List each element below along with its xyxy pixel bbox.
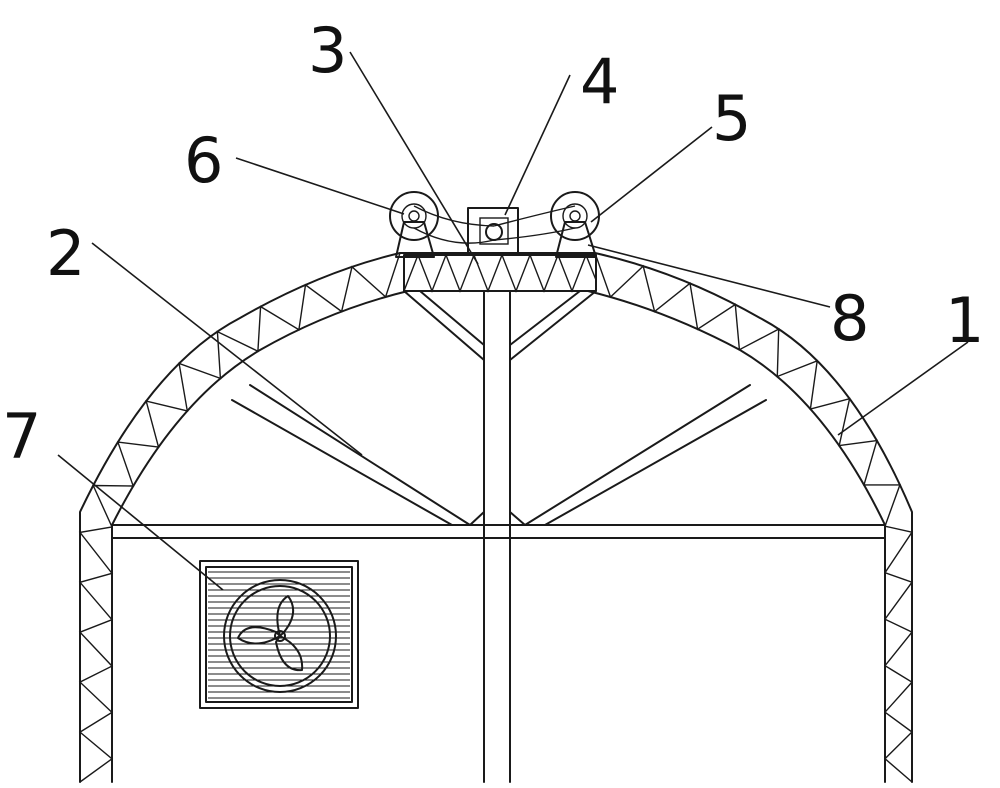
callout-3: 3 — [308, 14, 347, 87]
pulley-assembly — [389, 191, 600, 258]
callout-8: 8 — [830, 282, 869, 355]
ventilation-fan — [199, 560, 359, 709]
central-post — [483, 290, 511, 783]
top-cap-truss — [403, 253, 597, 293]
callout-4: 4 — [580, 45, 619, 118]
fan-blades-icon — [237, 595, 304, 672]
callout-labels: 1 2 3 4 5 6 7 8 — [2, 14, 984, 473]
arched-truss-frame — [78, 252, 914, 783]
leader-lines — [57, 51, 969, 591]
callout-5: 5 — [712, 82, 751, 155]
callout-7: 7 — [2, 400, 41, 473]
callout-6: 6 — [184, 124, 223, 197]
truss-web — [78, 252, 401, 783]
inner-crossbeam — [111, 524, 886, 539]
callout-1: 1 — [945, 284, 984, 357]
callout-2: 2 — [46, 217, 85, 290]
truss-web — [594, 252, 914, 783]
diagonal-braces — [231, 290, 767, 526]
